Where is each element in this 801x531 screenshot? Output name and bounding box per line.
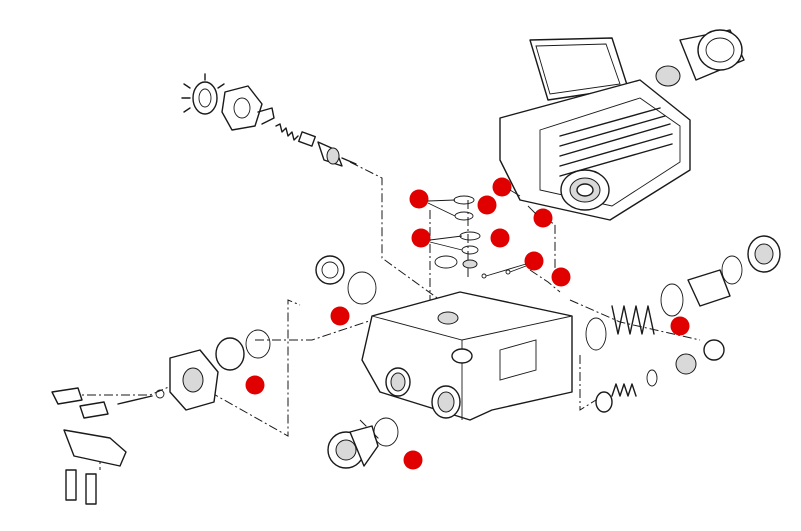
marker-12[interactable] [403,450,423,470]
bottom-plug-with-seal [327,417,399,469]
marker-11[interactable] [245,375,265,395]
spool-spring-stack [585,235,781,351]
marker-10[interactable] [670,316,690,336]
marker-7[interactable] [524,251,544,271]
marker-2[interactable] [492,177,512,197]
solenoid-housing [499,37,691,221]
callout-markers [245,177,690,470]
left-plug-with-seal [315,255,377,305]
flange-fitting [169,329,271,411]
marker-5[interactable] [411,228,431,248]
marker-1[interactable] [409,189,429,209]
marker-6[interactable] [490,228,510,248]
valve-block-body [361,291,573,421]
callout-leader-lines [427,189,537,277]
marker-8[interactable] [551,267,571,287]
solenoid-cap-plug [655,29,745,87]
marker-9[interactable] [330,306,350,326]
marker-3[interactable] [477,195,497,215]
marker-4[interactable] [533,208,553,228]
check-valve-stack [595,339,725,413]
solenoid-connector-assembly [275,123,357,167]
pump-gear-assembly [181,73,275,131]
lever-linkage [51,387,165,505]
